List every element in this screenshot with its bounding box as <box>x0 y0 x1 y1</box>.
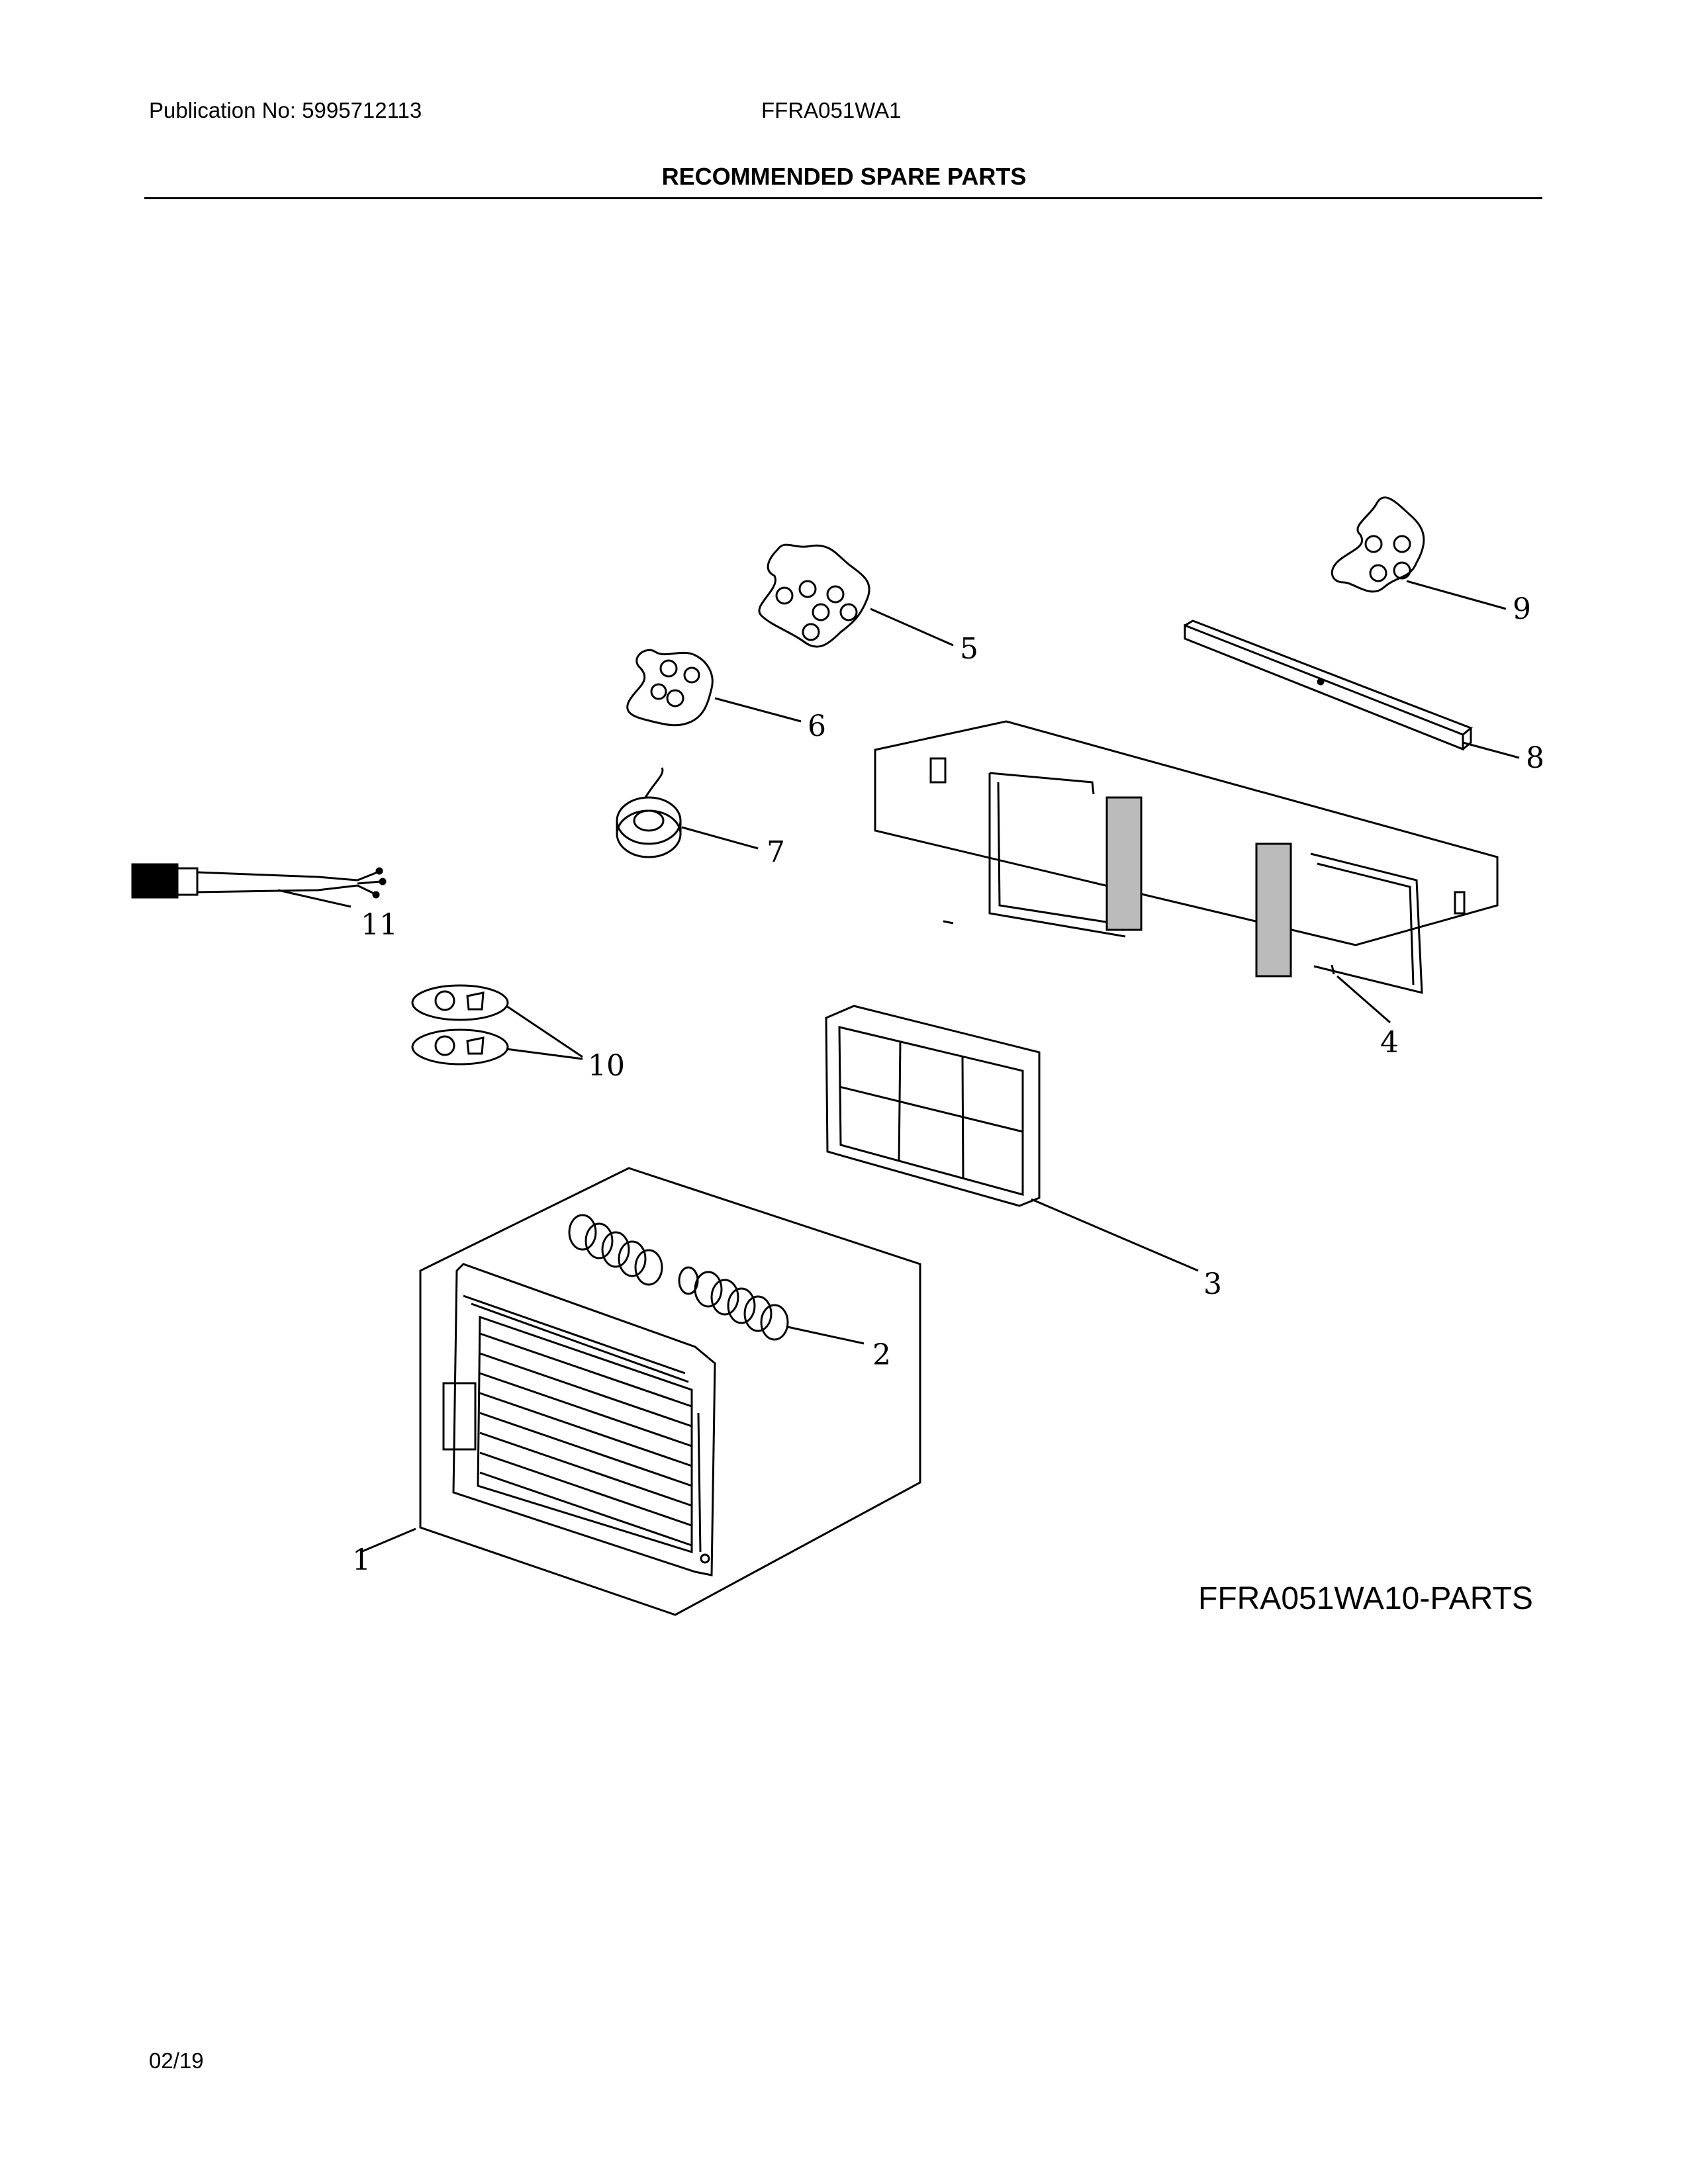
part-window-side-curtain <box>874 720 1499 1024</box>
publication-number: Publication No: 5995712113 <box>149 98 422 122</box>
callout-6: 6 <box>808 709 826 743</box>
callout-5: 5 <box>960 632 978 666</box>
part-screws-bag-large <box>758 543 954 648</box>
callout-9: 9 <box>1513 592 1531 626</box>
header-divider <box>144 197 1542 199</box>
part-top-rail <box>1184 619 1520 759</box>
publication-date: 02/19 <box>149 2048 204 2073</box>
part-foam-tape-roll <box>616 767 759 858</box>
part-front-panel <box>360 1167 921 1616</box>
callout-3: 3 <box>1203 1267 1222 1301</box>
part-screws-small-bag <box>1331 496 1507 610</box>
callout-10: 10 <box>588 1049 625 1083</box>
part-power-cord <box>131 863 387 908</box>
page-title: RECOMMENDED SPARE PARTS <box>661 163 1027 190</box>
part-screws-bag-small <box>626 649 802 727</box>
callout-1: 1 <box>352 1543 371 1577</box>
callout-7: 7 <box>767 835 785 869</box>
model-number: FFRA051WA1 <box>761 98 902 122</box>
callout-4: 4 <box>1380 1026 1399 1060</box>
part-air-filter <box>825 1005 1199 1272</box>
callout-11: 11 <box>361 908 398 942</box>
callout-8: 8 <box>1526 741 1544 775</box>
part-blower-wheel <box>568 1214 865 1345</box>
callout-2: 2 <box>872 1338 891 1372</box>
part-control-knobs <box>411 984 583 1066</box>
diagram-id-label: FFRA051WA10-PARTS <box>1198 1581 1533 1616</box>
